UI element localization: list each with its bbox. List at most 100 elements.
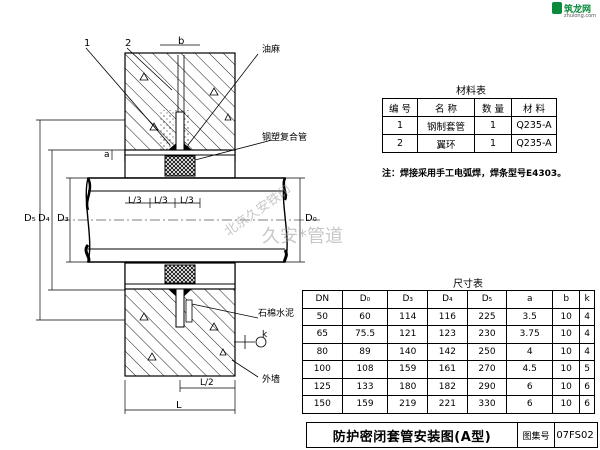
material-header-cell: 编 号 [382, 98, 418, 117]
size-header-cell: k [579, 290, 595, 309]
label-part-1: 1 [84, 38, 91, 49]
size-cell: 6 [506, 377, 554, 396]
leader-lines [85, 44, 273, 378]
label-asbestos-cement: 石棉水泥 [258, 309, 295, 319]
size-header-cell: D₄ [427, 290, 468, 309]
dimension-lines [36, 119, 305, 414]
material-header-cell: 名 称 [417, 98, 475, 117]
size-cell: 80 [302, 342, 343, 361]
label-D4: D₄ [38, 213, 50, 224]
size-cell: 10 [552, 377, 581, 396]
material-cell: 2 [382, 134, 418, 153]
size-table-row: 150 159 219 221 330 6 10 6 [302, 395, 595, 414]
size-table-row: 80 89 140 142 250 4 10 4 [302, 342, 595, 361]
size-cell: 225 [466, 307, 508, 326]
logo-text: 筑龙网 [564, 5, 592, 15]
size-cell: 330 [466, 395, 508, 414]
size-cell: 123 [427, 325, 468, 344]
label-D3: D₃ [57, 213, 69, 224]
label-oil-hemp: 油麻 [262, 45, 281, 55]
size-cell: 108 [341, 360, 389, 379]
material-table: 编 号 名 称 数 量 材 料 1 钢制套管 1 Q235-A 2 翼环 1 Q… [382, 98, 557, 153]
size-cell: 114 [387, 307, 429, 326]
size-cell: 116 [427, 307, 468, 326]
size-cell: 60 [341, 307, 389, 326]
size-table-row: 50 60 114 116 225 3.5 10 4 [302, 307, 595, 326]
size-cell: 219 [387, 395, 429, 414]
size-table-row: 125 133 180 182 290 6 10 6 [302, 377, 595, 396]
sealing-fill [164, 111, 196, 328]
size-cell: 4 [579, 342, 595, 361]
size-cell: 270 [466, 360, 508, 379]
material-cell: 1 [474, 134, 512, 153]
size-table-title: 尺寸表 [453, 279, 483, 290]
size-cell: 5 [579, 360, 595, 379]
size-cell: 65 [302, 325, 343, 344]
label-dim-L: L [176, 400, 182, 411]
logo: 筑龙网 zhulong.com [552, 2, 598, 22]
size-cell: 10 [552, 325, 581, 344]
label-dim-L3-1: L/3 [128, 196, 142, 206]
material-table-header: 编 号 名 称 数 量 材 料 [382, 98, 557, 117]
size-header-cell: D₃ [387, 290, 429, 309]
label-dim-L2: L/2 [200, 378, 214, 388]
material-note: 注：焊接采用手工电弧焊，焊条型号E4303。 [382, 169, 567, 179]
size-cell: 10 [552, 342, 581, 361]
size-cell: 133 [341, 377, 389, 396]
material-cell: Q235-A [511, 134, 557, 153]
size-cell: 50 [302, 307, 343, 326]
size-cell: 6 [579, 377, 595, 396]
label-dim-L3-3: L/3 [180, 196, 194, 206]
logo-domain: zhulong.com [564, 13, 597, 19]
size-cell: 290 [466, 377, 508, 396]
size-cell: 4 [579, 325, 595, 344]
atlas-label: 图集号 [517, 423, 555, 447]
size-cell: 121 [387, 325, 429, 344]
size-table-header: DN D₀ D₃ D₄ D₅ a b k [302, 290, 595, 309]
size-cell: 3.75 [506, 325, 554, 344]
material-cell: 1 [474, 116, 512, 135]
size-cell: 182 [427, 377, 468, 396]
label-steel-pipe: 钢塑复合管 [262, 133, 308, 143]
size-cell: 6 [579, 395, 595, 414]
size-header-cell: a [506, 290, 554, 309]
title-block: 防护密闭套管安装图(A型) 图集号 07FS02 [306, 422, 598, 448]
size-cell: 161 [427, 360, 468, 379]
material-cell: 1 [382, 116, 418, 135]
size-cell: 159 [387, 360, 429, 379]
label-D5: D₅ [24, 213, 36, 224]
size-cell: 159 [341, 395, 389, 414]
size-table-row: 100 108 159 161 270 4.5 10 5 [302, 360, 595, 379]
size-table: DN D₀ D₃ D₄ D₅ a b k 50 60 114 116 225 3… [302, 290, 595, 414]
size-table-row: 65 75.5 121 123 230 3.75 10 4 [302, 325, 595, 344]
material-table-row: 2 翼环 1 Q235-A [382, 134, 557, 153]
size-cell: 89 [341, 342, 389, 361]
size-cell: 4 [506, 342, 554, 361]
size-cell: 142 [427, 342, 468, 361]
size-cell: 100 [302, 360, 343, 379]
material-cell: 钢制套管 [417, 116, 475, 135]
atlas-code: 07FS02 [556, 429, 594, 441]
material-cell: Q235-A [511, 116, 557, 135]
label-part-2: 2 [125, 38, 132, 49]
size-cell: 10 [552, 360, 581, 379]
label-dim-b: b [178, 36, 185, 47]
logo-icon [552, 2, 562, 14]
material-cell: 翼环 [417, 134, 475, 153]
size-cell: 4.5 [506, 360, 554, 379]
size-header-cell: DN [302, 290, 343, 309]
label-dim-k: k [262, 330, 268, 340]
watermark-main: 久安*管道 [262, 226, 343, 247]
size-cell: 75.5 [341, 325, 389, 344]
size-cell: 250 [466, 342, 508, 361]
size-cell: 6 [506, 395, 554, 414]
size-cell: 3.5 [506, 307, 554, 326]
label-dim-L3-2: L/3 [154, 196, 168, 206]
size-cell: 230 [466, 325, 508, 344]
size-cell: 4 [579, 307, 595, 326]
material-header-cell: 材 料 [511, 98, 557, 117]
pipe [60, 177, 320, 264]
size-header-cell: b [552, 290, 581, 309]
label-dim-a: a [104, 150, 110, 160]
